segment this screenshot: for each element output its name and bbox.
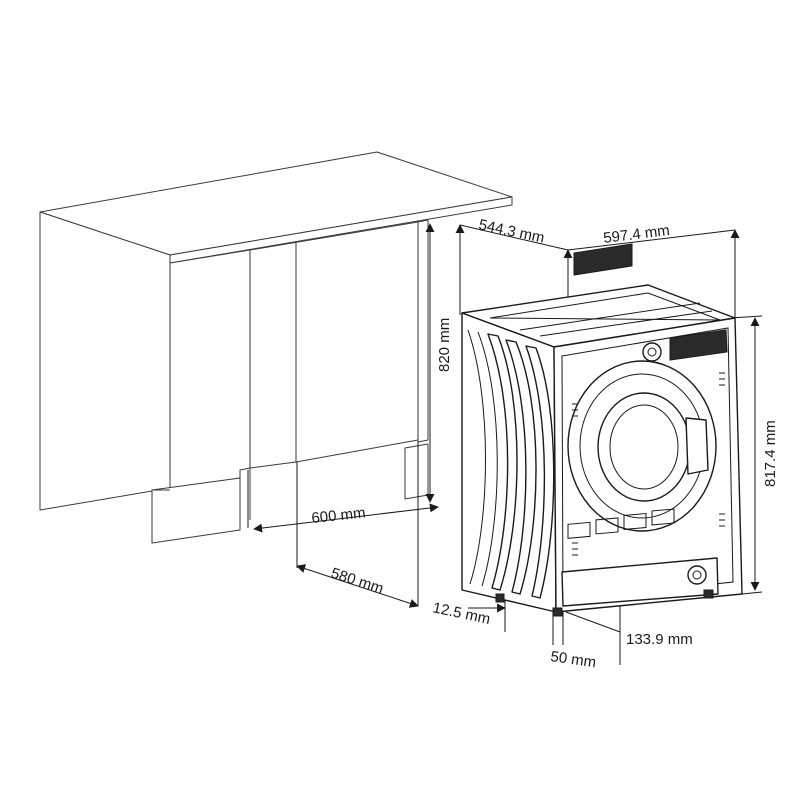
label-foot-height: 12.5 mm xyxy=(431,599,492,628)
washing-machine xyxy=(461,243,743,617)
kitchen-cabinet xyxy=(39,151,513,544)
dimension-lines xyxy=(247,223,763,665)
left-toe-kick xyxy=(151,477,241,544)
cabinet-right-panel xyxy=(417,219,429,443)
label-cabinet-height: 820 mm xyxy=(436,318,453,372)
drain-filter xyxy=(687,565,707,585)
bottom-panel xyxy=(561,508,719,607)
machine-foot xyxy=(703,589,714,599)
label-machine-depth: 544.3 mm xyxy=(477,216,546,246)
machine-door xyxy=(567,360,717,532)
label-machine-height: 817.4 mm xyxy=(762,420,779,487)
hinges xyxy=(572,372,725,556)
cabinet-left-front xyxy=(169,249,251,491)
label-machine-width: 597.4 mm xyxy=(602,222,670,247)
label-cabinet-width: 600 mm xyxy=(311,504,367,527)
machine-foot xyxy=(552,607,563,617)
label-plinth-depth: 133.9 mm xyxy=(626,631,693,648)
niche-back-wall xyxy=(249,221,419,469)
label-cabinet-depth: 580 mm xyxy=(329,565,386,598)
machine-foot xyxy=(495,593,505,603)
right-plinth xyxy=(404,443,429,500)
label-front-offset: 50 mm xyxy=(549,648,597,671)
control-panel xyxy=(573,243,728,362)
cabinet-left-side xyxy=(39,211,171,511)
control-knob xyxy=(642,342,662,362)
